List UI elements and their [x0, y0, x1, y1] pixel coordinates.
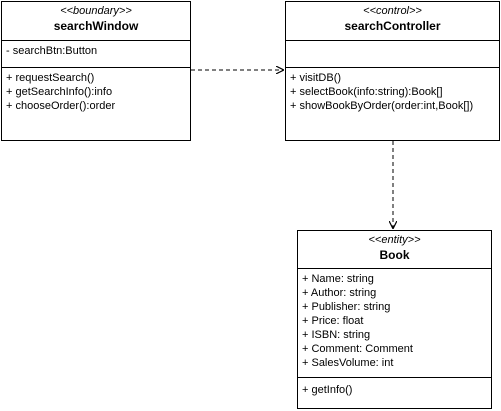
attributes-compartment: + Name: string + Author: string + Publis…: [298, 269, 491, 378]
stereotype-label: <<entity>>: [368, 234, 421, 246]
attribute: + Publisher: string: [302, 301, 391, 313]
attributes-compartment: [286, 41, 499, 68]
attribute: + ISBN: string: [302, 329, 371, 341]
operations-compartment: + requestSearch() + getSearchInfo():info…: [2, 68, 190, 113]
operation: + getInfo(): [302, 384, 353, 396]
operation: + getSearchInfo():info: [6, 86, 113, 98]
class-search-window[interactable]: <<boundary>> searchWindow - searchBtn:Bu…: [1, 1, 191, 141]
operation: + chooseOrder():order: [6, 100, 116, 112]
class-header: <<entity>> Book: [298, 231, 491, 269]
class-name: searchController: [344, 19, 441, 33]
class-name: Book: [379, 248, 410, 262]
operation: + visitDB(): [290, 72, 342, 84]
stereotype-label: <<boundary>>: [60, 5, 132, 17]
operations-compartment: + getInfo(): [298, 378, 491, 397]
stereotype-label: <<control>>: [363, 5, 422, 17]
operation: + requestSearch(): [6, 72, 95, 84]
attribute: + Name: string: [302, 273, 374, 285]
attribute: + SalesVolume: int: [302, 357, 394, 369]
operation: + selectBook(info:string):Book[]: [290, 86, 443, 98]
class-search-controller[interactable]: <<control>> searchController + visitDB()…: [285, 1, 500, 141]
attribute: + Price: float: [302, 315, 364, 327]
attribute: + Comment: Comment: [302, 343, 413, 355]
attribute: - searchBtn:Button: [6, 45, 98, 57]
operations-compartment: + visitDB() + selectBook(info:string):Bo…: [286, 68, 499, 113]
operation: + showBookByOrder(order:int,Book[]): [290, 100, 474, 112]
class-name: searchWindow: [53, 19, 139, 33]
class-header: <<control>> searchController: [286, 2, 499, 41]
attribute: + Author: string: [302, 287, 377, 299]
class-book[interactable]: <<entity>> Book + Name: string + Author:…: [297, 230, 492, 409]
class-header: <<boundary>> searchWindow: [2, 2, 190, 41]
attributes-compartment: - searchBtn:Button: [2, 41, 190, 68]
